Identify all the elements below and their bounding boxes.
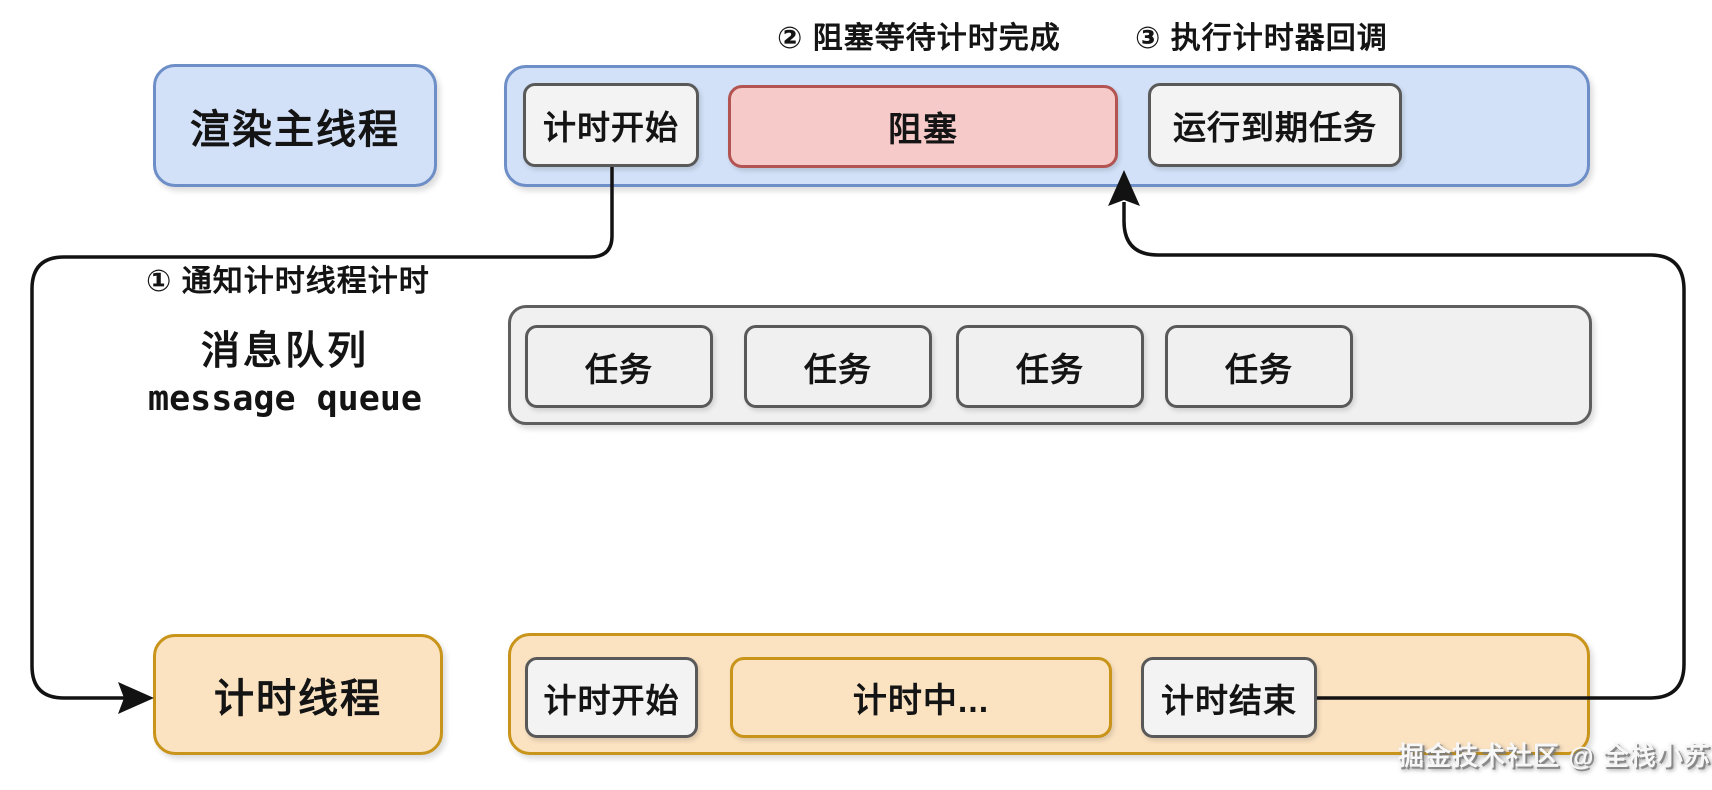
message-queue-label-cn: 消息队列 (200, 330, 369, 373)
arrow-notify-timer-path (30, 167, 614, 700)
message-queue-label: 消息队列 message queue (105, 330, 465, 419)
arrow-notify-timer-head (118, 682, 154, 714)
node-timing-start-timer: 计时开始 (525, 657, 698, 738)
timer-thread-label: 计时线程 (153, 634, 443, 755)
annotation-step3-run-callback: ③ 执行计时器回调 (1135, 22, 1388, 55)
timer-thread-label-text: 计时线程 (214, 676, 382, 721)
task-box-4: 任务 (1165, 325, 1353, 408)
render-main-thread-label-text: 渲染主线程 (190, 107, 400, 152)
node-timing-start-main: 计时开始 (523, 83, 699, 167)
node-run-expired-tasks: 运行到期任务 (1148, 83, 1402, 167)
annotation-step1-notify-timer: ① 通知计时线程计时 (146, 265, 430, 298)
task-box-1: 任务 (525, 325, 713, 408)
node-blocked: 阻塞 (728, 85, 1118, 168)
arrow-timer-done-path (1122, 202, 1686, 700)
annotation-step2-block-wait: ② 阻塞等待计时完成 (777, 22, 1061, 55)
render-main-thread-label: 渲染主线程 (153, 64, 437, 187)
message-queue-label-en: message queue (148, 378, 422, 419)
task-box-3: 任务 (956, 325, 1144, 408)
watermark: 掘金技术社区 @ 全栈小苏 (1398, 741, 1711, 771)
task-box-2: 任务 (744, 325, 932, 408)
node-timing-in-progress: 计时中... (730, 657, 1112, 738)
node-timing-end: 计时结束 (1141, 657, 1317, 738)
